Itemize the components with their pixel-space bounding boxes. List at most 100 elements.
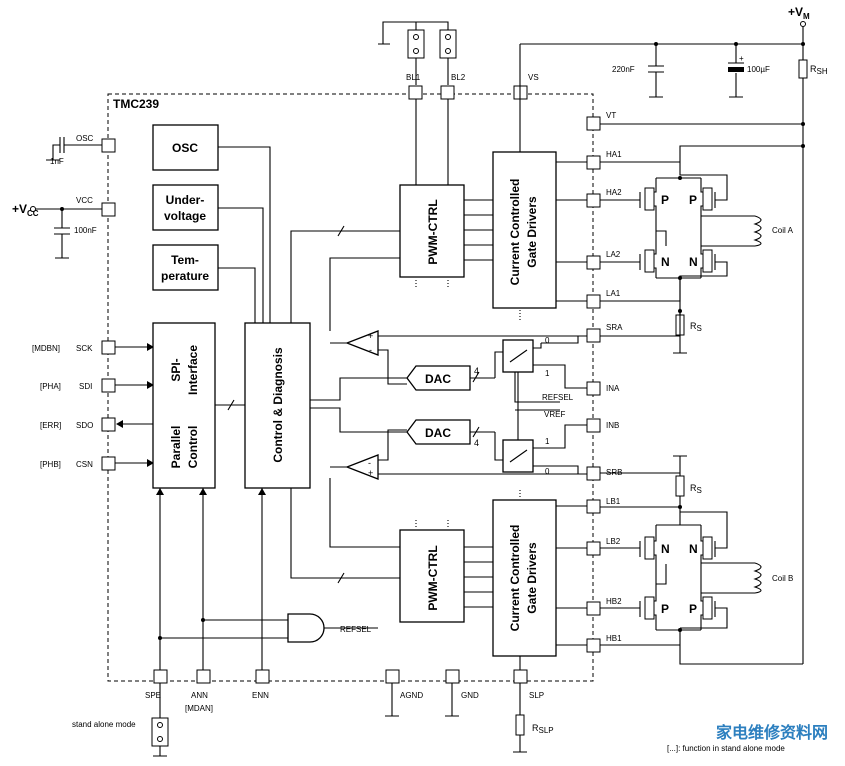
ctrl-to-pwm-a: [290, 225, 400, 323]
svg-text:P: P: [661, 602, 669, 616]
vref-label: VREF: [544, 410, 565, 419]
svg-text:CSN: CSN: [76, 460, 93, 469]
switch-b: [502, 439, 534, 473]
svg-text:4: 4: [474, 438, 479, 448]
svg-text:LB1: LB1: [606, 497, 621, 506]
pwm-ctrl-b: [399, 529, 465, 623]
rslp-label: RSLP: [532, 723, 554, 735]
left-inputs: OSC 1nF +VCC VCC 100nF SCK [MDBN] SDI [P…: [12, 134, 154, 471]
rs-a-label: RS: [690, 321, 702, 333]
pin-la2: [586, 255, 601, 270]
svg-text:-: -: [368, 458, 371, 468]
svg-text:[MDAN]: [MDAN]: [185, 704, 213, 713]
pin-osc: [101, 138, 116, 153]
svg-text:[ERR]: [ERR]: [40, 421, 61, 430]
gate-drivers-a: [492, 151, 557, 309]
coil-a-label: Coil A: [772, 226, 794, 235]
svg-text:VCC: VCC: [76, 196, 93, 205]
svg-text:P: P: [689, 193, 697, 207]
pin-lb2: [586, 541, 601, 556]
svg-text:LB2: LB2: [606, 537, 621, 546]
svg-text:SLP: SLP: [529, 691, 544, 700]
pin-enn: [255, 669, 270, 684]
comparator-a-to-pwm: [329, 257, 400, 331]
svg-text:N: N: [661, 542, 670, 556]
pin-bl1: [408, 85, 423, 100]
vm-label: +VM: [788, 5, 810, 21]
standalone-label: stand alone mode: [72, 720, 136, 729]
svg-text:+: +: [368, 331, 373, 341]
blank-time-jumpers: [378, 21, 457, 85]
svg-text:HB2: HB2: [606, 597, 622, 606]
standalone-legend: [...]: function in stand alone mode: [667, 744, 785, 753]
pwm-ctrl-a: [399, 184, 465, 278]
svg-text:BL2: BL2: [451, 73, 466, 82]
svg-text:+: +: [739, 54, 744, 63]
vcc-label: +VCC: [12, 202, 39, 218]
svg-text:100nF: 100nF: [74, 226, 97, 235]
pin-bl2: [440, 85, 455, 100]
svg-text:HA2: HA2: [606, 188, 622, 197]
svg-text:P: P: [661, 193, 669, 207]
svg-text:Interface: Interface: [186, 345, 200, 395]
svg-text:OSC: OSC: [172, 141, 198, 155]
svg-text:SPE: SPE: [145, 691, 161, 700]
svg-text:Current Controlled: Current Controlled: [508, 179, 522, 286]
pin-sra: [586, 328, 601, 343]
svg-text:[MDBN]: [MDBN]: [32, 344, 60, 353]
svg-text:DAC: DAC: [425, 426, 451, 440]
svg-text:1: 1: [545, 369, 550, 378]
refsel-gate-label: REFSEL: [340, 625, 372, 634]
pin-hb1: [586, 638, 601, 653]
pin-agnd: [385, 669, 400, 684]
svg-text:N: N: [689, 255, 698, 269]
refsel-label: REFSEL: [542, 393, 574, 402]
svg-text:DAC: DAC: [425, 372, 451, 386]
pin-srb: [586, 466, 601, 481]
rsh-label: RSH: [810, 64, 828, 76]
svg-text:1: 1: [545, 437, 550, 446]
svg-text:INB: INB: [606, 421, 619, 430]
ctrl-to-pwm-b: [290, 488, 400, 584]
svg-text:AGND: AGND: [400, 691, 423, 700]
bl-to-pwm-a: [415, 99, 449, 185]
pin-lb1: [586, 499, 601, 514]
pin-ann: [196, 669, 211, 684]
gate-drivers-b: [492, 499, 557, 657]
svg-text:PWM-CTRL: PWM-CTRL: [426, 199, 440, 264]
svg-text:Control: Control: [186, 426, 200, 469]
pin-ha2: [586, 193, 601, 208]
coil-b-label: Coil B: [772, 574, 793, 583]
svg-text:[PHA]: [PHA]: [40, 382, 61, 391]
rsh-resistor: [798, 59, 808, 79]
svg-text:Gate Drivers: Gate Drivers: [525, 542, 539, 614]
svg-text:0: 0: [545, 467, 550, 476]
pin-ha1: [586, 155, 601, 170]
svg-text:-: -: [369, 345, 372, 355]
control-diagnosis-block: [244, 322, 311, 489]
comparator-b: [345, 454, 379, 480]
svg-text:1nF: 1nF: [50, 157, 64, 166]
svg-text:Gate Drivers: Gate Drivers: [525, 196, 539, 268]
svg-text:INA: INA: [606, 384, 620, 393]
ctrl-to-dac: [310, 377, 407, 433]
pin-ina: [586, 381, 601, 396]
chip-name: TMC239: [113, 97, 159, 111]
svg-text:Under-: Under-: [166, 193, 205, 207]
pin-csn: [101, 456, 116, 471]
svg-text:LA1: LA1: [606, 289, 621, 298]
watermark: 家电维修资料网: [716, 723, 828, 742]
pin-inb: [586, 418, 601, 433]
rslp-resistor: [515, 714, 525, 736]
svg-text:Current Controlled: Current Controlled: [508, 525, 522, 632]
svg-text:N: N: [689, 542, 698, 556]
svg-text:HB1: HB1: [606, 634, 622, 643]
pin-sck: [101, 340, 116, 355]
svg-text:voltage: voltage: [164, 209, 206, 223]
pin-hb2: [586, 601, 601, 616]
svg-text:+: +: [368, 468, 373, 478]
pwm-a-to-gate: [464, 199, 493, 261]
svg-text:HA1: HA1: [606, 150, 622, 159]
pin-la1: [586, 294, 601, 309]
